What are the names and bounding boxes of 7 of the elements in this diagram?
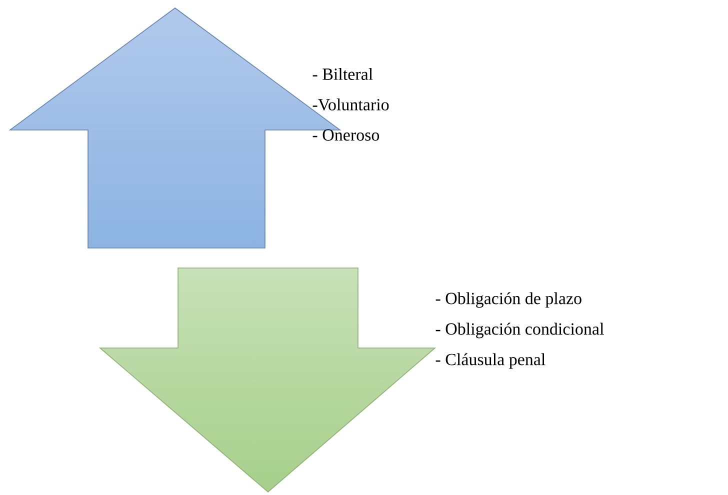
list-item: - Obligación condicional bbox=[436, 322, 604, 338]
list-item: - Bilteral bbox=[312, 68, 373, 80]
list-item: - Cláusula penal bbox=[436, 353, 546, 369]
list-item: -Voluntario bbox=[312, 98, 389, 110]
block-arrow bbox=[98, 268, 436, 493]
list-item: - Oneroso bbox=[312, 129, 380, 141]
list-item: - Obligación de plazo bbox=[436, 292, 582, 308]
